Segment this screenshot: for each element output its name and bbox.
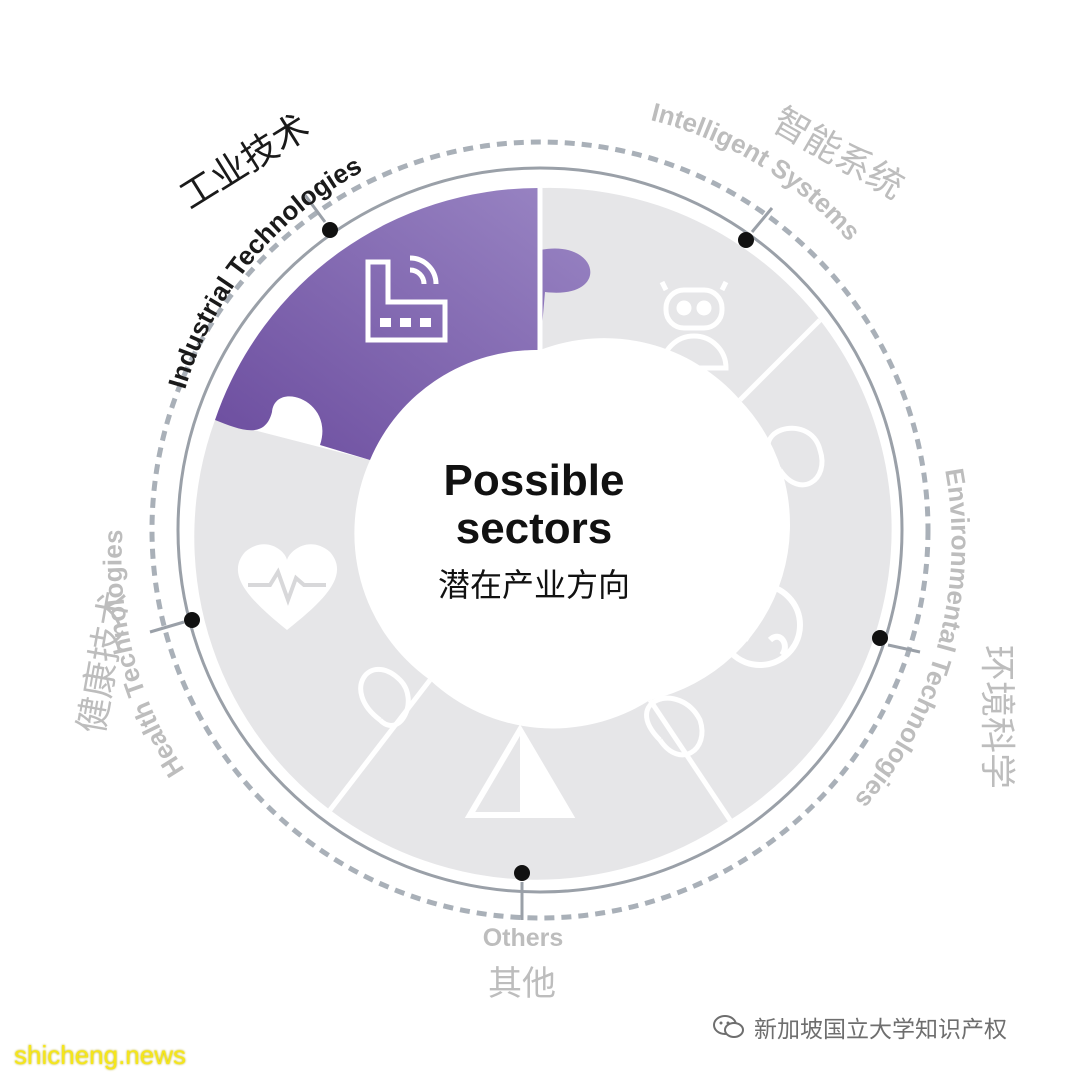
puzzle-divider	[328, 678, 432, 812]
center-circle	[360, 350, 720, 710]
ring-marker-dot	[872, 630, 888, 646]
dashed-ring	[149, 139, 931, 921]
puzzle-knob	[765, 425, 825, 488]
ring-marker-dot	[184, 612, 200, 628]
center-subtitle-cn: 潜在产业方向	[438, 566, 630, 604]
puzzle-knob	[358, 666, 411, 728]
ring-tick	[887, 643, 921, 654]
center-title-line2: sectors	[456, 504, 613, 553]
ring-tick	[149, 620, 185, 634]
puzzle-divider	[647, 698, 733, 822]
watermark-left: shicheng.news	[14, 1040, 186, 1070]
center-title-line1: Possible	[444, 456, 625, 505]
ring-tick	[750, 207, 774, 233]
puzzle-piece-environmental	[650, 320, 892, 820]
wechat-icon	[713, 1015, 744, 1038]
label-cn-others: 其他	[488, 964, 556, 1004]
globe-sprout-icon	[717, 561, 803, 668]
watermark-right: 新加坡国立大学知识产权	[712, 1010, 1007, 1044]
label-en-others: Others	[483, 924, 564, 952]
puzzle-piece-intelligent	[540, 187, 820, 400]
ring-marker-dot	[514, 865, 530, 881]
triangle-icon	[464, 724, 576, 818]
ring-tick	[303, 194, 327, 223]
factory-wifi-icon	[365, 255, 448, 343]
robot-icon	[659, 280, 729, 371]
puzzle-knob	[644, 695, 705, 758]
ring-marker-dot	[322, 222, 338, 238]
label-cn-environmental: 环境科学	[976, 645, 1017, 789]
watermark-right-text: 新加坡国立大学知识产权	[754, 1017, 1007, 1043]
solid-ring	[176, 166, 904, 894]
puzzle-divider	[738, 318, 822, 402]
ring-marker-dot	[738, 232, 754, 248]
heart-pulse-icon	[237, 544, 338, 630]
